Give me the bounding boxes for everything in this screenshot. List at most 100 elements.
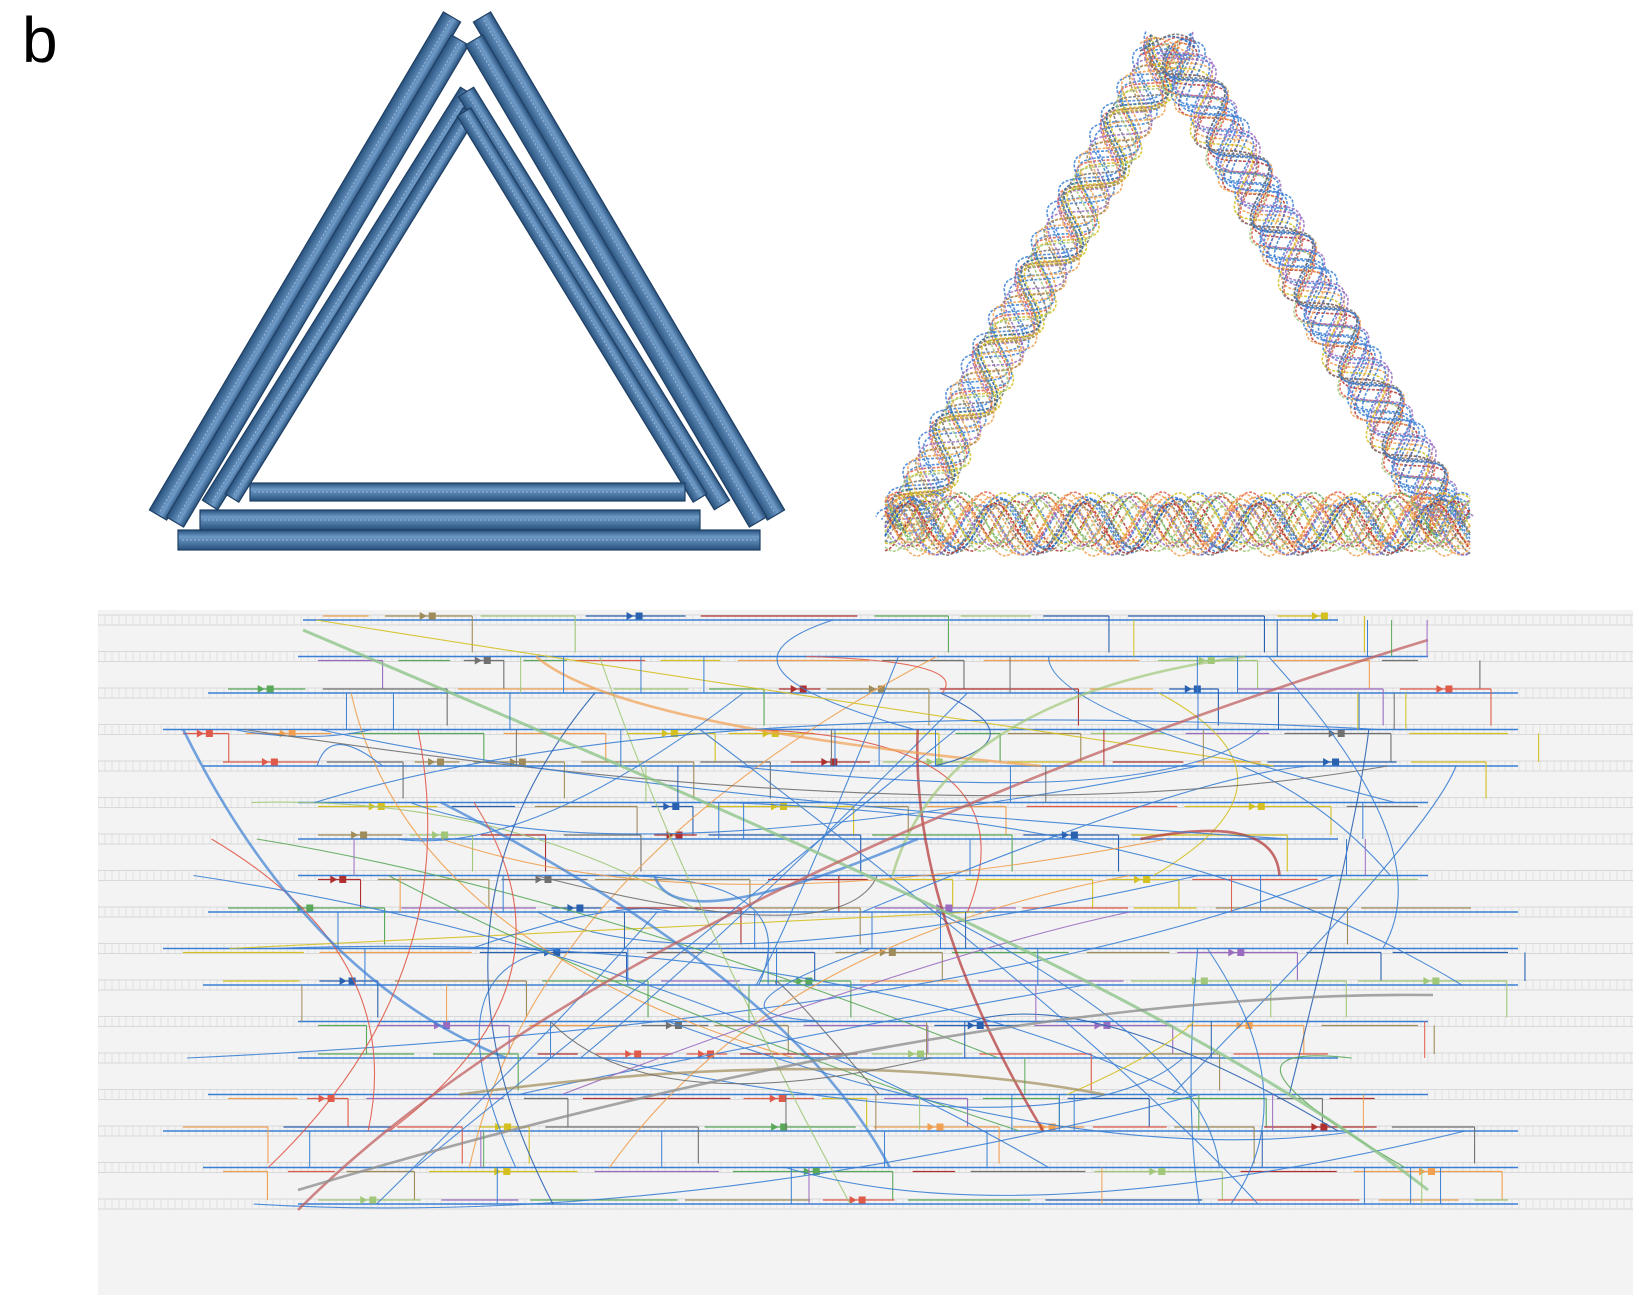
vertical-crossovers bbox=[301, 620, 1442, 1204]
staple-arrow bbox=[1423, 977, 1431, 985]
atomic-strand-triangle-model bbox=[875, 31, 1475, 557]
staple-arrow bbox=[419, 612, 427, 620]
staple-end-square bbox=[441, 831, 449, 839]
staple-arrow bbox=[769, 1094, 777, 1103]
staple-arrow bbox=[665, 1021, 673, 1030]
staple-arrow bbox=[771, 1123, 779, 1131]
helix-cylinder bbox=[464, 34, 768, 528]
staple-arrow bbox=[1436, 685, 1444, 693]
panel-label: b bbox=[22, 4, 58, 76]
staple-arrow bbox=[626, 612, 634, 620]
strand-routing-diagram bbox=[98, 610, 1633, 1295]
helix-cylinder bbox=[177, 529, 761, 551]
staple-end-square bbox=[1070, 831, 1078, 839]
staple-end-square bbox=[778, 1095, 786, 1102]
staple-arrow bbox=[907, 1050, 915, 1058]
staple-arrow bbox=[428, 758, 436, 766]
helix-cylinder bbox=[249, 482, 686, 502]
staple-end-square bbox=[877, 685, 885, 693]
staple-arrow bbox=[790, 685, 798, 693]
staple-end-square bbox=[503, 1168, 511, 1175]
staple-arrow bbox=[1184, 685, 1192, 693]
staple-arrow bbox=[868, 685, 876, 693]
staple-end-square bbox=[1143, 876, 1151, 883]
staple-arrow bbox=[698, 1050, 706, 1058]
staple-end-square bbox=[1158, 1168, 1166, 1175]
staple-end-square bbox=[1445, 685, 1453, 693]
staple-end-square bbox=[945, 904, 953, 912]
staple-arrow bbox=[661, 729, 669, 738]
staple-end-square bbox=[858, 1196, 866, 1204]
staple-end-square bbox=[1320, 612, 1328, 620]
atomic-left-edge bbox=[875, 31, 1192, 544]
long-crossovers bbox=[182, 619, 1466, 1211]
staple-arrow bbox=[432, 831, 440, 839]
staple-end-square bbox=[270, 758, 278, 766]
staple-arrow bbox=[926, 758, 934, 766]
staple-end-square bbox=[935, 758, 943, 766]
staple-end-square bbox=[1332, 758, 1340, 766]
staple-end-square bbox=[205, 730, 213, 737]
staple-end-square bbox=[830, 758, 838, 766]
staple-end-square bbox=[634, 1050, 642, 1058]
staple-arrow bbox=[1323, 758, 1331, 766]
staple-end-square bbox=[672, 803, 680, 810]
atomic-top-corner bbox=[1139, 33, 1196, 57]
staple-end-square bbox=[544, 876, 552, 883]
staple-arrow bbox=[535, 875, 543, 884]
staple-arrow bbox=[927, 1123, 935, 1131]
staple-arrow bbox=[821, 758, 829, 766]
staple-end-square bbox=[799, 685, 807, 693]
highlight-strand-red bbox=[297, 638, 1429, 1211]
staple-end-square bbox=[635, 612, 643, 620]
staple-end-square bbox=[1337, 730, 1345, 737]
staple-arrow bbox=[1311, 612, 1319, 620]
staple-end-square bbox=[1237, 949, 1245, 956]
scaffold-strand bbox=[163, 619, 1518, 1205]
staple-arrow bbox=[494, 1167, 502, 1176]
staple-end-square bbox=[288, 730, 296, 737]
staple-end-square bbox=[266, 685, 274, 693]
helix-cylinder bbox=[165, 34, 470, 528]
staple-end-square bbox=[1048, 1123, 1056, 1131]
staple-end-square bbox=[805, 977, 813, 985]
staple-end-square bbox=[1427, 1168, 1435, 1175]
staple-end-square bbox=[369, 1196, 377, 1204]
staple-arrow bbox=[339, 977, 347, 985]
staple-end-square bbox=[707, 1050, 715, 1058]
staple-arrow bbox=[663, 802, 671, 811]
staple-arrow bbox=[261, 758, 269, 766]
staple-arrow bbox=[625, 1050, 633, 1058]
staple-arrow bbox=[360, 1196, 368, 1204]
staple-end-square bbox=[428, 612, 436, 620]
staple-arrow bbox=[330, 875, 338, 884]
staple-end-square bbox=[675, 831, 683, 839]
staple-arrow bbox=[1248, 802, 1256, 811]
staple-arrow bbox=[1134, 875, 1142, 884]
highlight-strand-grey bbox=[297, 993, 1434, 1192]
staple-end-square bbox=[504, 1123, 512, 1131]
staple-end-square bbox=[1200, 977, 1208, 985]
staple-end-square bbox=[976, 1022, 984, 1029]
atomic-bottom-edge bbox=[884, 491, 1471, 557]
staple-arrow bbox=[318, 1094, 326, 1103]
staple-end-square bbox=[1432, 977, 1440, 985]
staple-end-square bbox=[916, 1050, 924, 1058]
staple-arrow bbox=[1149, 1167, 1157, 1176]
staple-end-square bbox=[483, 657, 491, 664]
staple-end-square bbox=[779, 803, 787, 810]
staple-end-square bbox=[360, 831, 368, 839]
staple-arrow bbox=[351, 831, 359, 839]
staple-end-square bbox=[780, 1123, 788, 1131]
staple-arrow bbox=[196, 729, 204, 738]
staple-arrow bbox=[849, 1196, 857, 1204]
staple-end-square bbox=[377, 803, 385, 810]
staple-arrow bbox=[1311, 1123, 1319, 1131]
staple-end-square bbox=[443, 1022, 451, 1029]
staple-arrow bbox=[1418, 1167, 1426, 1176]
staple-end-square bbox=[339, 876, 347, 883]
staple-end-square bbox=[936, 1123, 944, 1131]
staple-end-square bbox=[1257, 803, 1265, 810]
staple-end-square bbox=[576, 904, 584, 912]
staple-end-square bbox=[670, 730, 678, 737]
